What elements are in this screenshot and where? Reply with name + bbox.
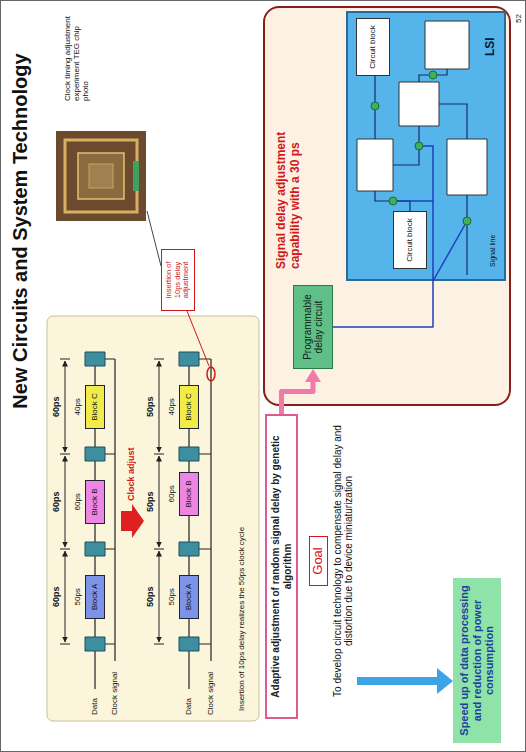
- chip-core: [89, 164, 113, 188]
- delay-element: [389, 197, 397, 205]
- goal-block: GoalTo develop circuit technology to com…: [307, 411, 357, 711]
- chip-die: [56, 131, 146, 221]
- node-text: Block A: [90, 584, 99, 611]
- circuit-block: Circuit block: [356, 18, 390, 76]
- signal-name: Data: [90, 698, 99, 715]
- circuit-block: Block C: [179, 385, 199, 429]
- connector: [282, 369, 322, 414]
- region-heading: Signal delay adjustment capability with …: [275, 94, 303, 269]
- connector-line: [357, 677, 438, 685]
- node-text: Programmable delay circuit: [302, 292, 325, 362]
- chip-photo: [56, 131, 146, 221]
- block-delay: 40ps: [167, 398, 176, 415]
- clock-period: 60ps: [51, 491, 61, 512]
- arrowhead: [305, 369, 321, 382]
- node-text: Block B: [90, 488, 99, 515]
- leader-line: [147, 211, 161, 266]
- bracket: [159, 361, 160, 452]
- node-text: Adaptive adjustment of random signal del…: [270, 422, 293, 711]
- node-text: Block B: [184, 480, 193, 507]
- bracket: [65, 361, 66, 452]
- goal-text: To develop circuit technology to compens…: [332, 415, 355, 707]
- node-text: Speed up of data processing and reductio…: [458, 584, 496, 737]
- adjust-note: Clock adjust: [126, 447, 136, 501]
- node-text: Circuit block: [368, 25, 377, 69]
- connector: [357, 668, 453, 694]
- clock-period: 60ps: [51, 396, 61, 417]
- block-delay: 50ps: [167, 588, 176, 605]
- chip-label: LSI: [484, 37, 498, 56]
- block-delay: 40ps: [73, 398, 82, 415]
- leader-line: [187, 311, 209, 366]
- data-wire: [95, 359, 189, 689]
- circuit-block: Block B: [85, 480, 105, 524]
- delay-element: [429, 71, 437, 79]
- circuit-block: Block C: [85, 385, 105, 429]
- node-text: Block C: [90, 393, 99, 421]
- circuit-block: Block A: [85, 575, 105, 619]
- node-text: Circuit block: [405, 218, 414, 262]
- page-number: 52: [514, 14, 523, 23]
- connector: [333, 281, 433, 327]
- result-box: Speed up of data processing and reductio…: [453, 578, 501, 743]
- flip-flop: [85, 352, 199, 651]
- bracket-tick: [60, 359, 164, 644]
- adjust-arrow: [121, 504, 144, 538]
- clock-period: 50ps: [145, 491, 155, 512]
- circuit-block: Block A: [179, 575, 199, 619]
- photo-caption: Clock timing adjustment experiment TEG c…: [63, 9, 91, 101]
- bracket: [159, 456, 160, 547]
- delay-element: [371, 71, 471, 225]
- bracket: [65, 456, 66, 547]
- timing-panel: [47, 316, 259, 721]
- signal-name: Signal line: [489, 235, 497, 267]
- chip-core: [78, 153, 124, 199]
- note: Insertion of 10ps delay realizes the 50p…: [237, 527, 246, 711]
- circuit-block: Block B: [179, 472, 199, 516]
- method-box: Adaptive adjustment of random signal del…: [265, 414, 298, 719]
- chip-ring: [65, 140, 137, 212]
- chip-pad: [133, 161, 139, 191]
- signal-name: Clock signal: [110, 672, 119, 715]
- block-delay: 60ps: [73, 493, 82, 510]
- node-text: Insertion of 10ps delay adjustment: [165, 253, 191, 307]
- bracket: [159, 551, 160, 642]
- clock-wire: [105, 359, 211, 661]
- clock-period: 50ps: [145, 586, 155, 607]
- connector-line: [282, 381, 314, 414]
- delay-control-wire: [393, 146, 467, 281]
- delay-element: [463, 217, 471, 225]
- arrowhead: [437, 668, 453, 694]
- delay-element: [415, 142, 423, 150]
- block-delay: 60ps: [167, 485, 176, 502]
- node-text: Block A: [184, 584, 193, 611]
- clock-period: 60ps: [51, 586, 61, 607]
- goal-heading: Goal: [309, 536, 328, 585]
- node-text: Block C: [184, 393, 193, 421]
- signal-name: Data: [184, 698, 193, 715]
- circuit-block: Circuit block: [393, 211, 427, 269]
- callout-box: Insertion of 10ps delay adjustment: [161, 249, 195, 311]
- bracket: [65, 551, 66, 642]
- process-box: Programmable delay circuit: [293, 285, 333, 369]
- feature-region: Signal delay adjustment capability with …: [263, 6, 511, 406]
- signal-name: Clock signal: [206, 672, 215, 715]
- connector-line: [333, 281, 433, 327]
- delay-insertion-mark: [207, 367, 215, 381]
- slide-title: New Circuits and System Technology: [9, 11, 32, 451]
- delay-element: [371, 102, 379, 110]
- block-delay: 50ps: [73, 588, 82, 605]
- clock-period: 50ps: [145, 396, 155, 417]
